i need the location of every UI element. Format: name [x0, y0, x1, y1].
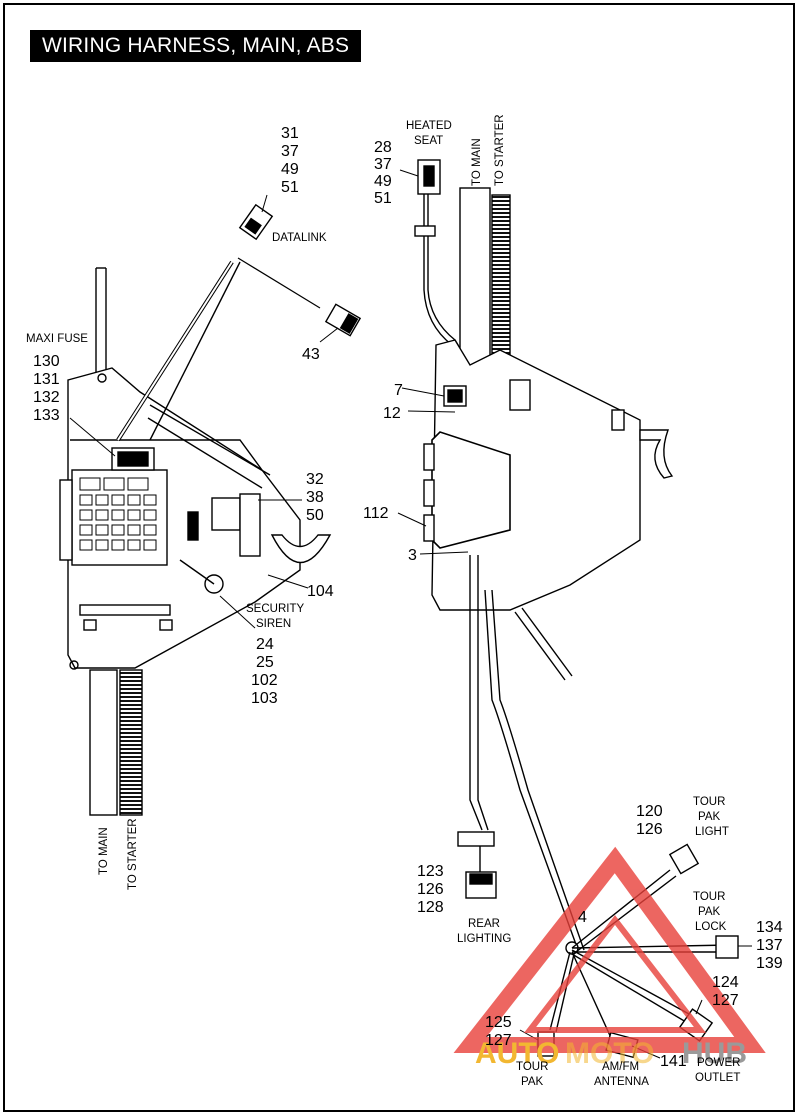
label-tour-pak-light-line-2: PAK: [698, 811, 720, 823]
callout-maxi-fuse-part-4: 133: [33, 407, 60, 424]
callout-datalink-part-1: 31: [281, 125, 299, 142]
callout-tour-pak-lock-part-2: 137: [756, 937, 783, 954]
callout-relay-part-1: 32: [306, 471, 324, 488]
label-left-to-main: TO MAIN: [98, 827, 110, 875]
label-tour-pak-light-line-3: LIGHT: [695, 826, 729, 838]
callout-siren-part-1: 24: [256, 636, 274, 653]
callout-tour-pak-light-part-2: 126: [636, 821, 663, 838]
callout-siren-part-3: 102: [251, 672, 278, 689]
callout-rear-lighting-part-1: 123: [417, 863, 444, 880]
callout-tour-pak-part-2: 127: [485, 1032, 512, 1049]
callout-104: 104: [307, 583, 334, 600]
left-starter-conduit: [119, 669, 143, 816]
label-datalink: DATALINK: [272, 232, 327, 244]
label-tour-pak-line-2: PAK: [521, 1076, 543, 1088]
callout-maxi-fuse-part-1: 130: [33, 353, 60, 370]
label-right-to-main: TO MAIN: [471, 138, 483, 186]
callout-tour-pak-part-1: 125: [485, 1014, 512, 1031]
right-assembly: [397, 159, 752, 1059]
label-maxi-fuse: MAXI FUSE: [26, 333, 88, 345]
left-main-trunk: [89, 669, 118, 816]
watermark-text-moto: MOTO: [565, 1037, 654, 1070]
label-am-fm-line-1: AM/FM: [602, 1061, 639, 1073]
callout-rear-lighting-part-3: 128: [417, 899, 444, 916]
callout-tour-pak-lock-part-3: 139: [756, 955, 783, 972]
label-left-to-starter: TO STARTER: [127, 818, 139, 890]
label-security-siren-line-2: SIREN: [256, 618, 291, 630]
left-assembly: [59, 194, 362, 816]
callout-power-outlet-part-2: 127: [712, 992, 739, 1009]
watermark-triangle-icon: [453, 846, 766, 1053]
callout-maxi-fuse-part-2: 131: [33, 371, 60, 388]
page-title: WIRING HARNESS, MAIN, ABS: [30, 30, 362, 62]
callout-relay-part-2: 38: [306, 489, 324, 506]
page-frame: [3, 3, 795, 1112]
label-rear-lighting-line-1: REAR: [468, 918, 500, 930]
label-heated-seat-line-1: HEATED: [406, 120, 452, 132]
label-power-outlet-line-1: POWER: [697, 1057, 740, 1069]
label-rear-lighting-line-2: LIGHTING: [457, 933, 511, 945]
label-security-siren-line-1: SECURITY: [246, 603, 304, 615]
label-right-to-starter: TO STARTER: [494, 114, 506, 186]
label-tour-pak-light-line-1: TOUR: [693, 796, 725, 808]
callout-maxi-fuse-part-3: 132: [33, 389, 60, 406]
callout-siren-part-2: 25: [256, 654, 274, 671]
callout-datalink-part-2: 37: [281, 143, 299, 160]
callout-3: 3: [408, 547, 417, 564]
callout-heated-seat-part-1: 28: [374, 139, 392, 156]
tour-pak-lock-connector: [715, 935, 739, 959]
callout-datalink-part-3: 49: [281, 161, 299, 178]
callout-power-outlet-part-1: 124: [712, 974, 739, 991]
callout-141: 141: [660, 1053, 687, 1070]
callout-heated-seat-part-3: 49: [374, 173, 392, 190]
watermark-text-hub: HUB: [682, 1037, 747, 1070]
label-power-outlet-line-2: OUTLET: [695, 1072, 740, 1084]
callout-datalink-part-4: 51: [281, 179, 299, 196]
label-tour-pak-line-1: TOUR: [516, 1061, 548, 1073]
callout-112: 112: [363, 505, 389, 522]
label-tour-pak-lock-line-2: PAK: [698, 906, 720, 918]
callout-relay-part-3: 50: [306, 507, 324, 524]
callout-12: 12: [383, 405, 401, 422]
label-heated-seat-line-2: SEAT: [414, 135, 443, 147]
callout-4: 4: [578, 909, 587, 926]
left-bracket: [67, 367, 301, 669]
callout-tour-pak-light-part-1: 120: [636, 803, 663, 820]
callout-heated-seat-part-4: 51: [374, 190, 392, 207]
label-tour-pak-lock-line-1: TOUR: [693, 891, 725, 903]
callout-rear-lighting-part-2: 126: [417, 881, 444, 898]
callout-siren-part-4: 103: [251, 690, 278, 707]
watermark-text-auto: AUTO: [475, 1037, 559, 1070]
callout-43: 43: [302, 346, 320, 363]
callout-7: 7: [394, 382, 403, 399]
fuse-box: [71, 469, 168, 566]
callout-tour-pak-lock-part-1: 134: [756, 919, 783, 936]
label-tour-pak-lock-line-3: LOCK: [695, 921, 727, 933]
relay-block: [211, 497, 241, 531]
callout-heated-seat-part-2: 37: [374, 156, 392, 173]
tour-pak-light-connector: [668, 843, 700, 875]
label-am-fm-line-2: ANTENNA: [594, 1076, 649, 1088]
right-bracket: [431, 339, 641, 611]
watermark: [453, 846, 766, 1053]
